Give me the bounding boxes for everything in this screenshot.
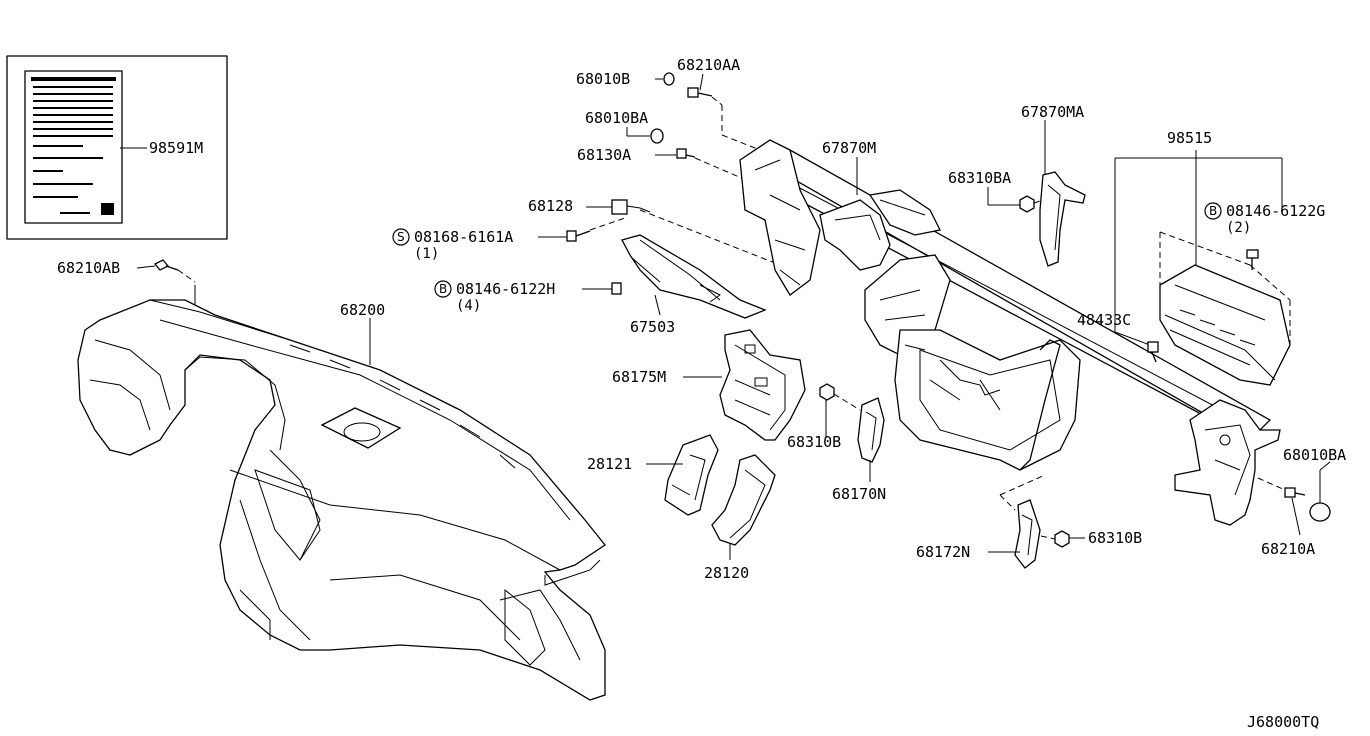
label-67870MA: 67870MA xyxy=(1021,103,1084,121)
b-marker-2: B xyxy=(1209,204,1217,218)
label-68010BA-top: 68010BA xyxy=(585,109,648,127)
label-68172N: 68172N xyxy=(916,543,970,561)
label-68310B-mid: 68310B xyxy=(787,433,841,451)
qty-08168-6161A: (1) xyxy=(414,246,439,262)
bracket-28121: 28121 xyxy=(587,434,719,516)
s-marker: S xyxy=(397,230,405,244)
label-68130A: 68130A xyxy=(577,146,631,164)
label-68128: 68128 xyxy=(528,197,573,215)
b-marker-4: B xyxy=(439,282,447,296)
nut-68310BA: 68310BA xyxy=(948,169,1044,213)
label-68310BA: 68310BA xyxy=(948,169,1011,187)
label-08146-6122H: 08146-6122H xyxy=(456,280,555,298)
bracket-28120: 28120 xyxy=(704,454,776,582)
label-group-48433C: 48433C xyxy=(1077,311,1159,363)
label-68210AA: 68210AA xyxy=(677,56,740,74)
fasteners-right: 68210A 68010BA xyxy=(1257,446,1346,558)
steering-member-67870M: 67870M xyxy=(739,139,1281,526)
bracket-68175M: 68175M xyxy=(612,329,806,441)
nut-68310B-mid: 68310B xyxy=(787,383,861,451)
label-08168-6161A: 08168-6161A xyxy=(414,228,513,246)
label-08146-6122G: 08146-6122G xyxy=(1226,202,1325,220)
label-48433C: 48433C xyxy=(1077,311,1131,329)
label-68170N: 68170N xyxy=(832,485,886,503)
label-68175M: 68175M xyxy=(612,368,666,386)
label-68210AB: 68210AB xyxy=(57,259,120,277)
bolt-08146-6122G: B 08146-6122G (2) xyxy=(1204,202,1325,270)
qty-08146-6122H: (4) xyxy=(456,298,481,314)
label-98515: 98515 xyxy=(1167,129,1212,147)
instrument-panel-68200: 68200 xyxy=(77,285,606,701)
label-28121: 28121 xyxy=(587,455,632,473)
bolt-68210AB: 68210AB xyxy=(57,259,196,283)
label-68210A: 68210A xyxy=(1261,540,1315,558)
label-68310B-low: 68310B xyxy=(1088,529,1142,547)
label-card-inset: 98591M xyxy=(6,55,228,240)
bracket-68170N: 68170N xyxy=(832,397,886,503)
diagram-code: J68000TQ xyxy=(1247,713,1319,731)
label-67870M: 67870M xyxy=(822,139,876,157)
label-28120: 28120 xyxy=(704,564,749,582)
label-68200: 68200 xyxy=(340,301,385,319)
qty-08146-6122G: (2) xyxy=(1226,220,1251,236)
fasteners-top: 68010B 68210AA 68010BA 68130A 68128 S 08… xyxy=(392,56,761,314)
bracket-67870MA: 67870MA xyxy=(1021,103,1086,267)
bracket-67503: 67503 xyxy=(621,209,781,336)
label-68010B: 68010B xyxy=(576,70,630,88)
label-68010BA-right: 68010BA xyxy=(1283,446,1346,464)
label-98591M: 98591M xyxy=(149,139,203,157)
bracket-68172N: 68172N 68310B xyxy=(916,474,1142,569)
label-67503: 67503 xyxy=(630,318,675,336)
airbag-module-98515: 98515 xyxy=(1114,129,1291,386)
